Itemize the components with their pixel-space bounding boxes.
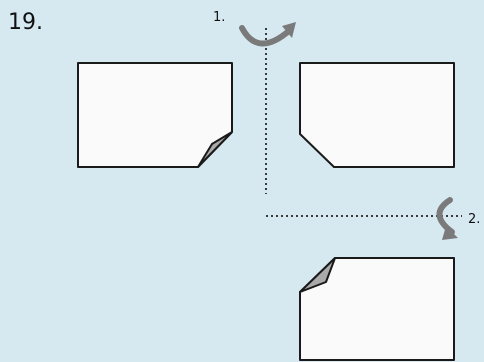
card-flipped-once xyxy=(299,62,455,168)
rotation-arrow-2-head-icon xyxy=(442,226,458,240)
step-label-1: 1. xyxy=(213,10,226,25)
rotation-arrow-1-head-icon xyxy=(282,22,296,38)
question-number: 19. xyxy=(8,10,43,35)
rotation-arrow-1-icon xyxy=(239,25,293,47)
card-original-folded-corner xyxy=(197,131,233,168)
step-label-2: 2. xyxy=(468,212,481,227)
card-flipped-twice-folded-corner xyxy=(299,257,336,293)
